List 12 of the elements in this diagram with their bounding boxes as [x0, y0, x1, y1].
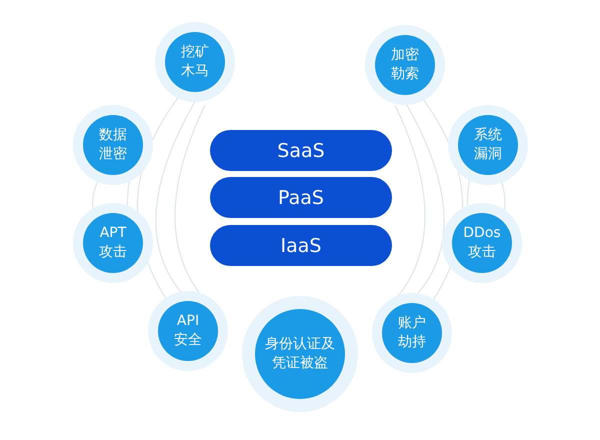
- circle-label: 账户劫持: [397, 314, 427, 352]
- circle-label: 挖矿木马: [180, 43, 210, 81]
- circle-label: 系统漏洞: [473, 126, 503, 164]
- circle-label: 数据泄密: [98, 126, 128, 164]
- circle-label: API 安全: [173, 312, 203, 350]
- circle-label: 身份认证及凭证被盗: [264, 335, 336, 373]
- circle-label: APT 攻击: [98, 224, 128, 262]
- circle-label: 加密勒索: [390, 46, 420, 84]
- circle-label: DDos 攻击: [462, 224, 502, 262]
- layer-bar: IaaS: [210, 225, 392, 266]
- layer-bar: PaaS: [210, 177, 392, 218]
- layer-bar: SaaS: [210, 130, 392, 171]
